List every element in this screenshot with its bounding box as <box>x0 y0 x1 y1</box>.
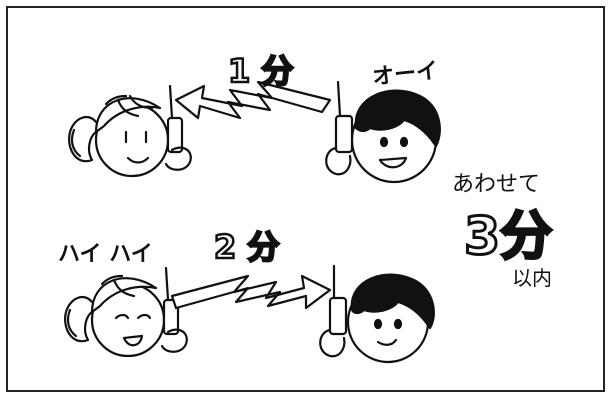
lightning-arrow-left <box>174 80 332 120</box>
top-speaker-text: オーイ <box>371 58 440 91</box>
top-duration-label: 1 分 <box>227 51 295 92</box>
bottom-duration-label: 2 分 <box>213 227 281 268</box>
boy-top <box>325 80 441 184</box>
bottom-speaker-text: ハイ ハイ <box>58 242 153 267</box>
girl-top <box>68 84 192 178</box>
boy-bottom <box>319 264 435 364</box>
lightning-arrow-right <box>170 274 332 310</box>
summary-line2: 3分 <box>462 206 553 269</box>
summary-line3: 以内 <box>512 266 552 290</box>
girl-bottom <box>64 266 188 358</box>
summary-line1: あわせて <box>452 172 541 197</box>
